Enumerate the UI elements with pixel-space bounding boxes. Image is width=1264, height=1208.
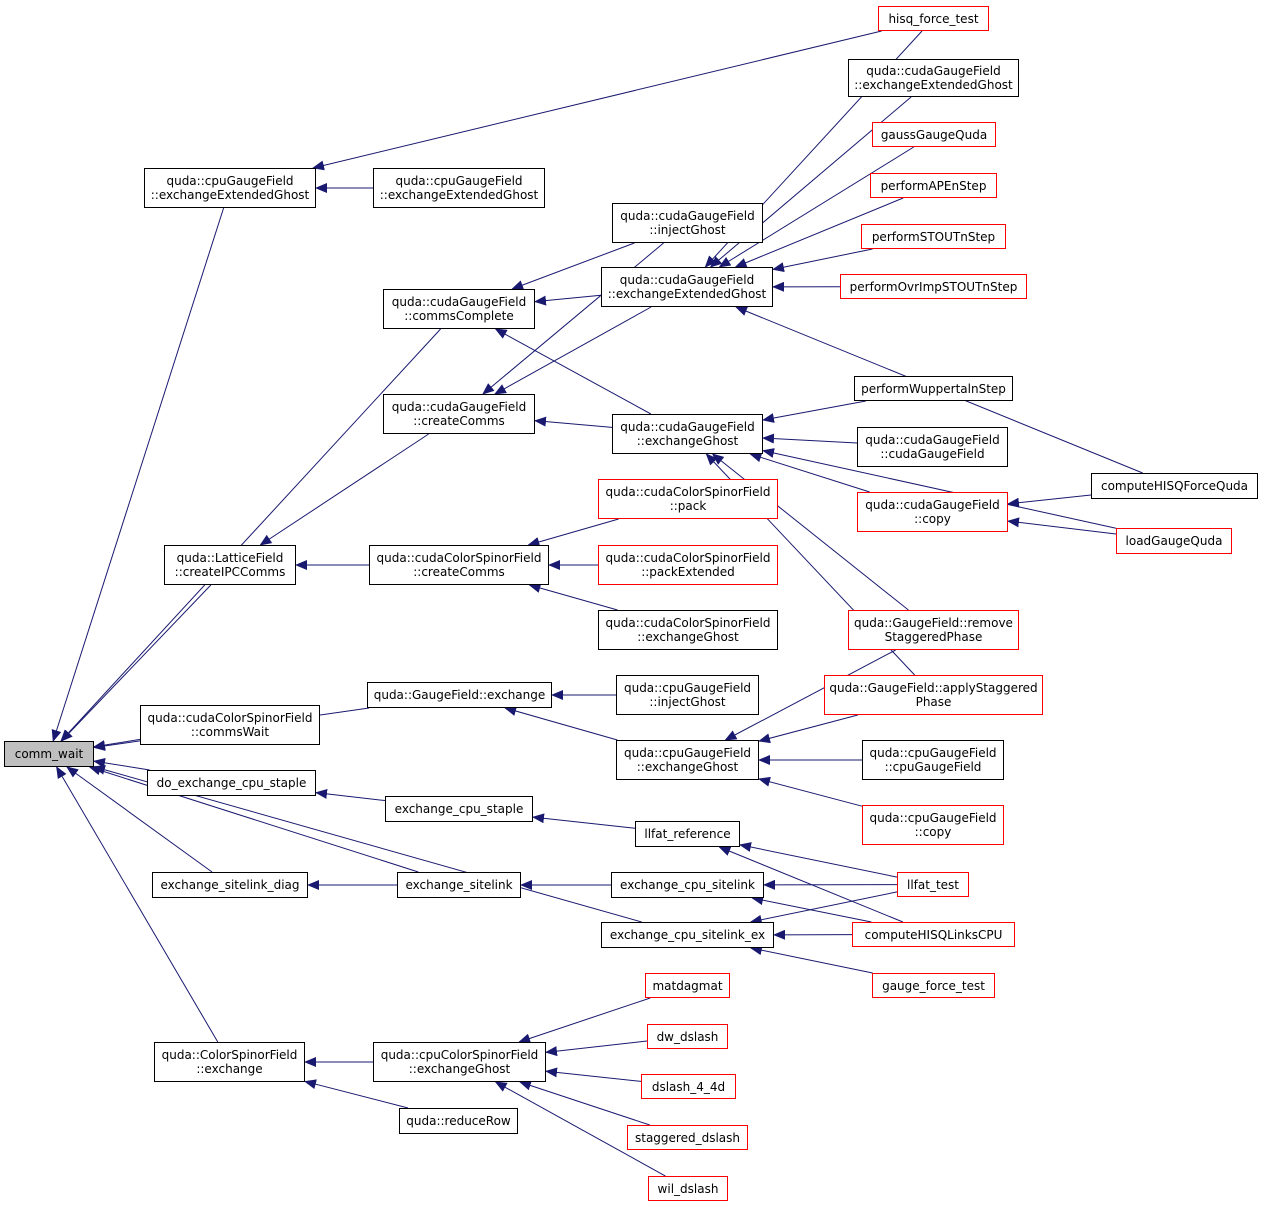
edge-loadGaugeQuda-to-cuda_copy [1007, 517, 1117, 535]
edge-matdagmat-to-cpucsf_exchangeGhost [518, 997, 651, 1044]
edge-do_exchange_cpu_staple-to-root [93, 757, 150, 771]
edge-exchange_sitelink_diag-to-root [66, 766, 213, 873]
edge-wil_dslash-to-cpucsf_exchangeGhost [494, 1081, 666, 1177]
edge-csf_exchange-to-root [56, 766, 219, 1043]
node-cpu-inject-ghost[interactable]: quda::cpuGaugeField::injectGhost [616, 675, 759, 715]
edge-ccsf_exchangeGhost-to-ccsf_createComms [528, 583, 618, 611]
node-cuda-inject-ghost[interactable]: quda::cudaGaugeField::injectGhost [612, 203, 763, 243]
edge-llfat_test-to-exchange_cpu_sitelink_ex [749, 891, 898, 925]
edge-computeHISQForceQuda-to-cuda_copy [1007, 494, 1092, 508]
node-ccsf-pack-extended[interactable]: quda::cudaColorSpinorField::packExtended [598, 545, 778, 585]
node-cuda-exchange-ghost[interactable]: quda::cudaGaugeField::exchangeGhost [612, 414, 763, 454]
edge-cuda_createComms-to-lattice_createIPCComms [259, 433, 429, 546]
node-cuda-comms-complete[interactable]: quda::cudaGaugeField::commsComplete [383, 289, 535, 329]
edge-cuda_injectGhost-to-cuda_commsComplete [511, 242, 635, 290]
node-cuda-gauge-field-ctor[interactable]: quda::cudaGaugeField::cudaGaugeField [857, 427, 1008, 467]
edge-cuda_cudaGaugeField-to-cuda_exchangeGhost [762, 433, 858, 444]
node-dw-dslash[interactable]: dw_dslash [647, 1024, 728, 1049]
node-lattice-create-ipc-comms[interactable]: quda::LatticeField::createIPCComms [164, 545, 296, 585]
edge-exchange_sitelink-to-root [88, 765, 419, 873]
edge-ccsf_pack-to-ccsf_createComms [527, 518, 619, 547]
edge-performSTOUTnStep-to-cuda_eeg_mid [772, 248, 873, 273]
edge-dw_dslash-to-cpucsf_exchangeGhost [545, 1040, 648, 1057]
node-compute-hisq-links-cpu[interactable]: computeHISQLinksCPU [852, 922, 1015, 947]
edge-cuda_eeg_mid-to-cuda_createComms [494, 306, 652, 395]
node-exchange-sitelink[interactable]: exchange_sitelink [397, 872, 521, 898]
node-matdagmat[interactable]: matdagmat [645, 973, 730, 998]
node-cuda-exchange-extended-ghost-mid[interactable]: quda::cudaGaugeField::exchangeExtendedGh… [601, 267, 773, 307]
node-gauss-gauge-quda[interactable]: gaussGaugeQuda [872, 122, 996, 147]
edge-gauge_force_test-to-exchange_cpu_sitelink_ex [749, 945, 873, 974]
edge-cpu_eeg_left-to-root [51, 207, 225, 742]
node-llfat-test[interactable]: llfat_test [897, 872, 969, 897]
edge-llfat_test-to-llfat_reference [739, 842, 898, 878]
node-wil-dslash[interactable]: wil_dslash [648, 1176, 728, 1201]
edge-ccsf_commsWait-to-root [93, 738, 141, 750]
node-exchange-cpu-sitelink[interactable]: exchange_cpu_sitelink [611, 872, 764, 898]
node-hisq-force-test[interactable]: hisq_force_test [878, 6, 989, 31]
edge-gf_removeStaggeredPhase-to-cpu_exchangeGhost [724, 649, 896, 741]
node-cpu-gauge-field-ctor[interactable]: quda::cpuGaugeField::cpuGaugeField [862, 740, 1004, 780]
node-load-gauge-quda[interactable]: loadGaugeQuda [1116, 528, 1232, 554]
edge-cuda_exchangeGhost-to-cuda_createComms [534, 416, 613, 428]
edge-exchange_cpu_staple-to-do_exchange_cpu_staple [315, 788, 386, 802]
node-cpu-exchange-ghost[interactable]: quda::cpuGaugeField::exchangeGhost [616, 740, 759, 780]
edge-cuda_exchangeGhost-to-cuda_commsComplete [494, 328, 652, 415]
edge-gf_applyStaggeredPhase-to-cpu_exchangeGhost [758, 714, 858, 744]
edge-cpu_copy-to-cpu_exchangeGhost [758, 776, 863, 807]
node-perform-ape-n-step[interactable]: performAPEnStep [870, 173, 997, 198]
node-perform-ovr-imp-stout-n-step[interactable]: performOvrImpSTOUTnStep [840, 274, 1027, 299]
edge-llfat_reference-to-exchange_cpu_staple [532, 813, 636, 829]
node-cuda-copy[interactable]: quda::cudaGaugeField::copy [857, 492, 1008, 532]
edge-cuda_copy-to-cuda_exchangeGhost [749, 452, 870, 493]
node-cuda-create-comms[interactable]: quda::cudaGaugeField::createComms [383, 394, 535, 434]
node-compute-hisq-force-quda[interactable]: computeHISQForceQuda [1091, 473, 1258, 499]
edge-lattice_createIPCComms-to-root [60, 584, 212, 742]
edge-cuda_eeg_mid-to-cuda_commsComplete [534, 294, 602, 306]
edge-staggered_dslash-to-cpucsf_exchangeGhost [518, 1080, 650, 1126]
node-ccsf-comms-wait[interactable]: quda::cudaColorSpinorField::commsWait [140, 705, 320, 745]
node-cpu-copy[interactable]: quda::cpuGaugeField::copy [862, 805, 1004, 845]
node-color-spinor-field-exchange[interactable]: quda::ColorSpinorField::exchange [154, 1042, 305, 1082]
edge-computeHISQLinksCPU-to-exchange_cpu_sitelink [751, 895, 872, 923]
edge-performWuppertalnStep-to-cuda_exchangeGhost [762, 400, 867, 423]
node-exchange-cpu-staple[interactable]: exchange_cpu_staple [385, 796, 533, 822]
node-llfat-reference[interactable]: llfat_reference [635, 821, 740, 847]
node-cpu-exchange-extended-ghost-mid[interactable]: quda::cpuGaugeField::exchangeExtendedGho… [373, 168, 545, 208]
node-exchange-cpu-sitelink-ex[interactable]: exchange_cpu_sitelink_ex [601, 922, 774, 948]
node-ccsf-exchange-ghost[interactable]: quda::cudaColorSpinorField::exchangeGhos… [598, 610, 778, 650]
node-perform-stout-n-step[interactable]: performSTOUTnStep [861, 224, 1006, 249]
node-ccsf-create-comms[interactable]: quda::cudaColorSpinorField::createComms [369, 545, 549, 585]
node-gauge-field-exchange[interactable]: quda::GaugeField::exchange [367, 682, 552, 708]
node-perform-wuppertal-n-step[interactable]: performWuppertalnStep [854, 376, 1013, 401]
edge-performAPEnStep-to-cuda_eeg_mid [734, 197, 904, 268]
node-staggered-dslash[interactable]: staggered_dslash [627, 1125, 748, 1150]
node-cpu-color-spinor-exchange-ghost[interactable]: quda::cpuColorSpinorField::exchangeGhost [373, 1042, 546, 1082]
node-ccsf-pack[interactable]: quda::cudaColorSpinorField::pack [598, 479, 778, 519]
edge-loadGaugeQuda-to-cuda_exchangeGhost [762, 448, 1117, 529]
node-do-exchange-cpu-staple[interactable]: do_exchange_cpu_staple [147, 770, 316, 796]
edge-gaussGaugeQuda-to-cuda_eeg_mid [718, 146, 915, 268]
edge-hisq_force_test-to-cpu_eeg_left [312, 30, 882, 171]
node-cpu-exchange-extended-ghost-left[interactable]: quda::cpuGaugeField::exchangeExtendedGho… [144, 168, 316, 208]
edge-gf_removeStaggeredPhase-to-cuda_exchangeGhost [711, 453, 909, 611]
edge-cpu_exchangeGhost-to-gf_exchange [504, 706, 618, 741]
edge-reduceRow-to-csf_exchange [304, 1079, 409, 1109]
node-cuda-exchange-extended-ghost-right[interactable]: quda::cudaGaugeField::exchangeExtendedGh… [848, 59, 1019, 97]
node-dslash-4-4d[interactable]: dslash_4_4d [641, 1074, 736, 1099]
node-gauge-force-test[interactable]: gauge_force_test [872, 973, 995, 998]
node-exchange-sitelink-diag[interactable]: exchange_sitelink_diag [152, 872, 308, 898]
node-reduce-row[interactable]: quda::reduceRow [399, 1108, 518, 1134]
edge-dslash_4_4d-to-cpucsf_exchangeGhost [545, 1067, 642, 1082]
node-root: comm_wait [4, 741, 94, 767]
edge-cuda_commsComplete-to-root [60, 328, 441, 742]
